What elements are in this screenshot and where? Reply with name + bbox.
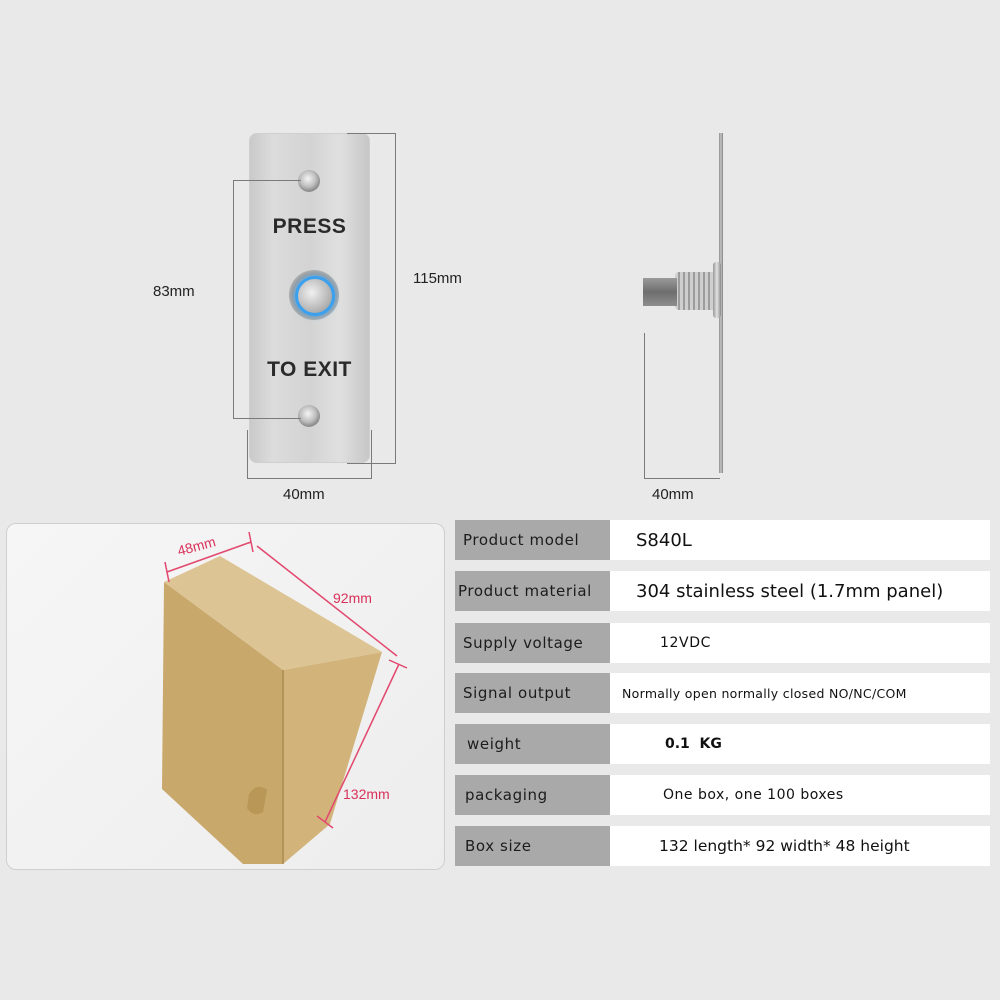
spec-row-packaging: packaging One box, one 100 boxes: [455, 775, 990, 815]
mounting-nut: [713, 262, 721, 318]
dim-label-hole-spacing: 83mm: [153, 283, 195, 300]
dim-line-height: [395, 133, 396, 464]
dim-label-depth: 40mm: [652, 486, 694, 503]
dim-label-height: 115mm: [413, 270, 462, 287]
box-dim-label-height: 132mm: [343, 786, 390, 802]
spec-value: 304 stainless steel (1.7mm panel): [610, 571, 990, 611]
dim-tick: [347, 133, 395, 134]
spec-row-weight: weight 0.1 KG: [455, 724, 990, 764]
spec-value: One box, one 100 boxes: [610, 775, 990, 815]
spec-row-signal-output: Signal output Normally open normally clo…: [455, 673, 990, 713]
spec-row-box-size: Box size 132 length* 92 width* 48 height: [455, 826, 990, 866]
spec-row-product-material: Product material 304 stainless steel (1.…: [455, 571, 990, 611]
spec-value: 0.1 KG: [610, 724, 990, 764]
dim-tick: [371, 430, 372, 478]
spec-label: Product model: [455, 520, 610, 560]
screw-hole-bottom-icon: [298, 405, 320, 427]
plate-text-press: PRESS: [272, 215, 347, 238]
spec-row-product-model: Product model S840L: [455, 520, 990, 560]
screw-hole-top-icon: [298, 170, 320, 192]
dim-line-depth: [644, 478, 720, 479]
plate-text-to-exit: TO EXIT: [267, 358, 352, 381]
dim-line-width: [247, 478, 372, 479]
spec-row-supply-voltage: Supply voltage 12VDC: [455, 623, 990, 663]
dim-tick: [233, 418, 301, 419]
spec-label: Signal output: [455, 673, 610, 713]
dim-label-width: 40mm: [283, 486, 325, 503]
spec-label: Box size: [455, 826, 610, 866]
cardboard-box-icon: [162, 531, 408, 864]
spec-value: 12VDC: [610, 623, 990, 663]
spec-label: packaging: [455, 775, 610, 815]
dim-tick: [233, 180, 301, 181]
led-ring-icon: [295, 276, 335, 316]
switch-body: [643, 278, 677, 306]
spec-value: 132 length* 92 width* 48 height: [610, 826, 990, 866]
spec-label: Product material: [455, 571, 610, 611]
side-panel-edge: [719, 133, 723, 473]
spec-label: weight: [455, 724, 610, 764]
packaging-box-photo: 48mm 92mm 132mm: [6, 523, 445, 870]
dim-line-hole-spacing: [233, 180, 234, 418]
box-dim-label-length: 92mm: [333, 590, 372, 606]
dim-tick: [644, 333, 645, 478]
spec-label: Supply voltage: [455, 623, 610, 663]
spec-value: S840L: [610, 520, 990, 560]
exit-push-button: [289, 270, 339, 320]
dim-tick: [247, 430, 248, 478]
threaded-barrel: [675, 272, 717, 310]
exit-button-plate: PRESS TO EXIT: [249, 133, 370, 463]
spec-value: Normally open normally closed NO/NC/COM: [610, 673, 990, 713]
